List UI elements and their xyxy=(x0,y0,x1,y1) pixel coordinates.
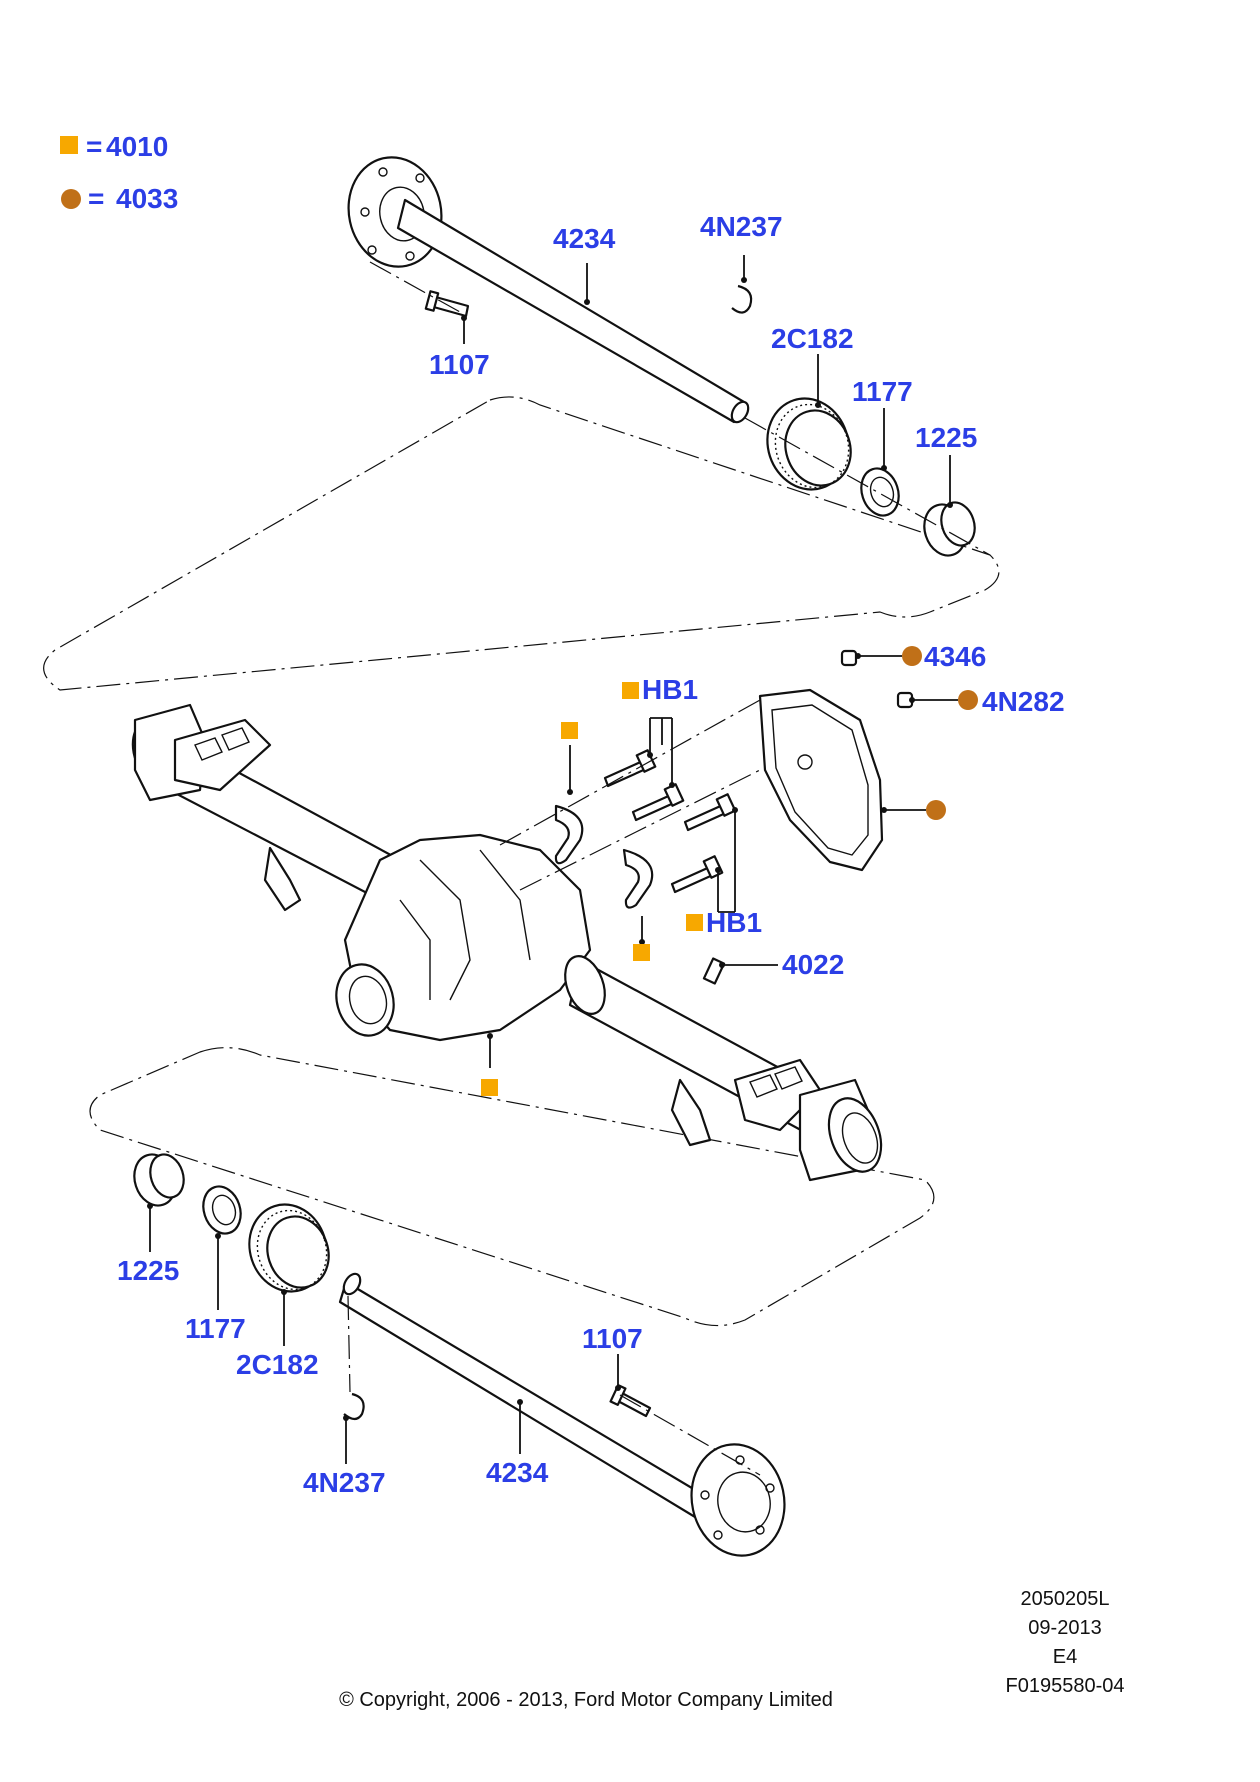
callout-4022: 4022 xyxy=(782,949,844,980)
callout-lower-1107: 1107 xyxy=(582,1323,643,1354)
marker-square-housing xyxy=(481,1079,498,1096)
lower-assembly-outline xyxy=(89,1047,935,1327)
lower-clip-centerline xyxy=(347,1295,351,1393)
lower-tone-ring xyxy=(248,1203,330,1293)
bolt-centerline-a xyxy=(499,699,761,846)
upper-tone-ring xyxy=(766,397,852,491)
leader-lines xyxy=(147,255,958,1464)
marker-circle-cover xyxy=(926,800,946,820)
marker-circle-4n282 xyxy=(958,690,978,710)
marker-square-hb1-bottom xyxy=(686,914,703,931)
callout-4n282: 4N282 xyxy=(982,686,1065,717)
figure-id: F0195580-04 xyxy=(1006,1675,1125,1697)
drawing-number: 2050205L xyxy=(1021,1588,1110,1610)
callout-lower-4234: 4234 xyxy=(486,1457,549,1488)
marker-square-cap-top xyxy=(561,722,578,739)
callout-labels: 4234 4N237 1107 2C182 1177 1225 4346 4N2… xyxy=(117,211,1065,1498)
lower-stud-centerline xyxy=(619,1394,761,1476)
marker-square-hb1-top xyxy=(622,682,639,699)
callout-upper-4n237: 4N237 xyxy=(700,211,783,242)
upper-wheel-bearing xyxy=(923,501,976,557)
callout-hb1-top: HB1 xyxy=(642,674,698,705)
drawing-revision: E4 xyxy=(1053,1646,1077,1668)
bolt-centerline-b xyxy=(519,759,781,891)
callout-upper-4234: 4234 xyxy=(553,223,616,254)
markers xyxy=(481,646,978,1096)
drawing-info: 2050205L 09-2013 E4 F0195580-04 © Copyri… xyxy=(339,1588,1124,1711)
copyright-notice: © Copyright, 2006 - 2013, Ford Motor Com… xyxy=(339,1689,833,1711)
legend-square-label: 4010 xyxy=(106,131,168,162)
marker-circle-4346 xyxy=(902,646,922,666)
bearing-caps-and-bolts xyxy=(554,749,737,909)
fill-plug xyxy=(840,649,858,667)
differential-cover xyxy=(758,688,884,872)
upper-stud-centerline xyxy=(369,261,461,313)
drawing-date: 09-2013 xyxy=(1028,1617,1101,1639)
callout-4346: 4346 xyxy=(924,641,986,672)
legend-square-equals: = xyxy=(86,131,102,162)
callout-hb1-bottom: HB1 xyxy=(706,907,762,938)
callout-upper-1107: 1107 xyxy=(429,349,490,380)
lower-retainer-clip xyxy=(343,1392,365,1421)
lower-wheel-bearing xyxy=(133,1153,185,1207)
legend-circle-label: 4033 xyxy=(116,183,178,214)
legend: = 4010 = 4033 xyxy=(60,131,178,214)
callout-lower-2c182: 2C182 xyxy=(236,1349,319,1380)
callout-lower-4n237: 4N237 xyxy=(303,1467,386,1498)
upper-axle-shaft xyxy=(347,156,750,424)
callout-lower-1177: 1177 xyxy=(185,1313,246,1344)
legend-circle-marker xyxy=(61,189,81,209)
upper-shaft-centerline xyxy=(744,417,991,556)
callout-lower-1225: 1225 xyxy=(117,1255,179,1286)
upper-oil-seal xyxy=(860,467,900,517)
legend-circle-equals-sign: = xyxy=(88,183,104,214)
upper-retainer-clip xyxy=(731,284,753,314)
upper-wheel-stud xyxy=(424,290,470,318)
callout-upper-1177: 1177 xyxy=(852,376,913,407)
lower-axle-shaft xyxy=(338,1272,786,1557)
legend-square-marker xyxy=(60,136,78,154)
upper-assembly-outline xyxy=(43,396,1000,691)
callout-upper-1225: 1225 xyxy=(915,422,977,453)
lower-oil-seal xyxy=(202,1185,242,1235)
marker-square-cap-bottom xyxy=(633,944,650,961)
callout-upper-2c182: 2C182 xyxy=(771,323,854,354)
